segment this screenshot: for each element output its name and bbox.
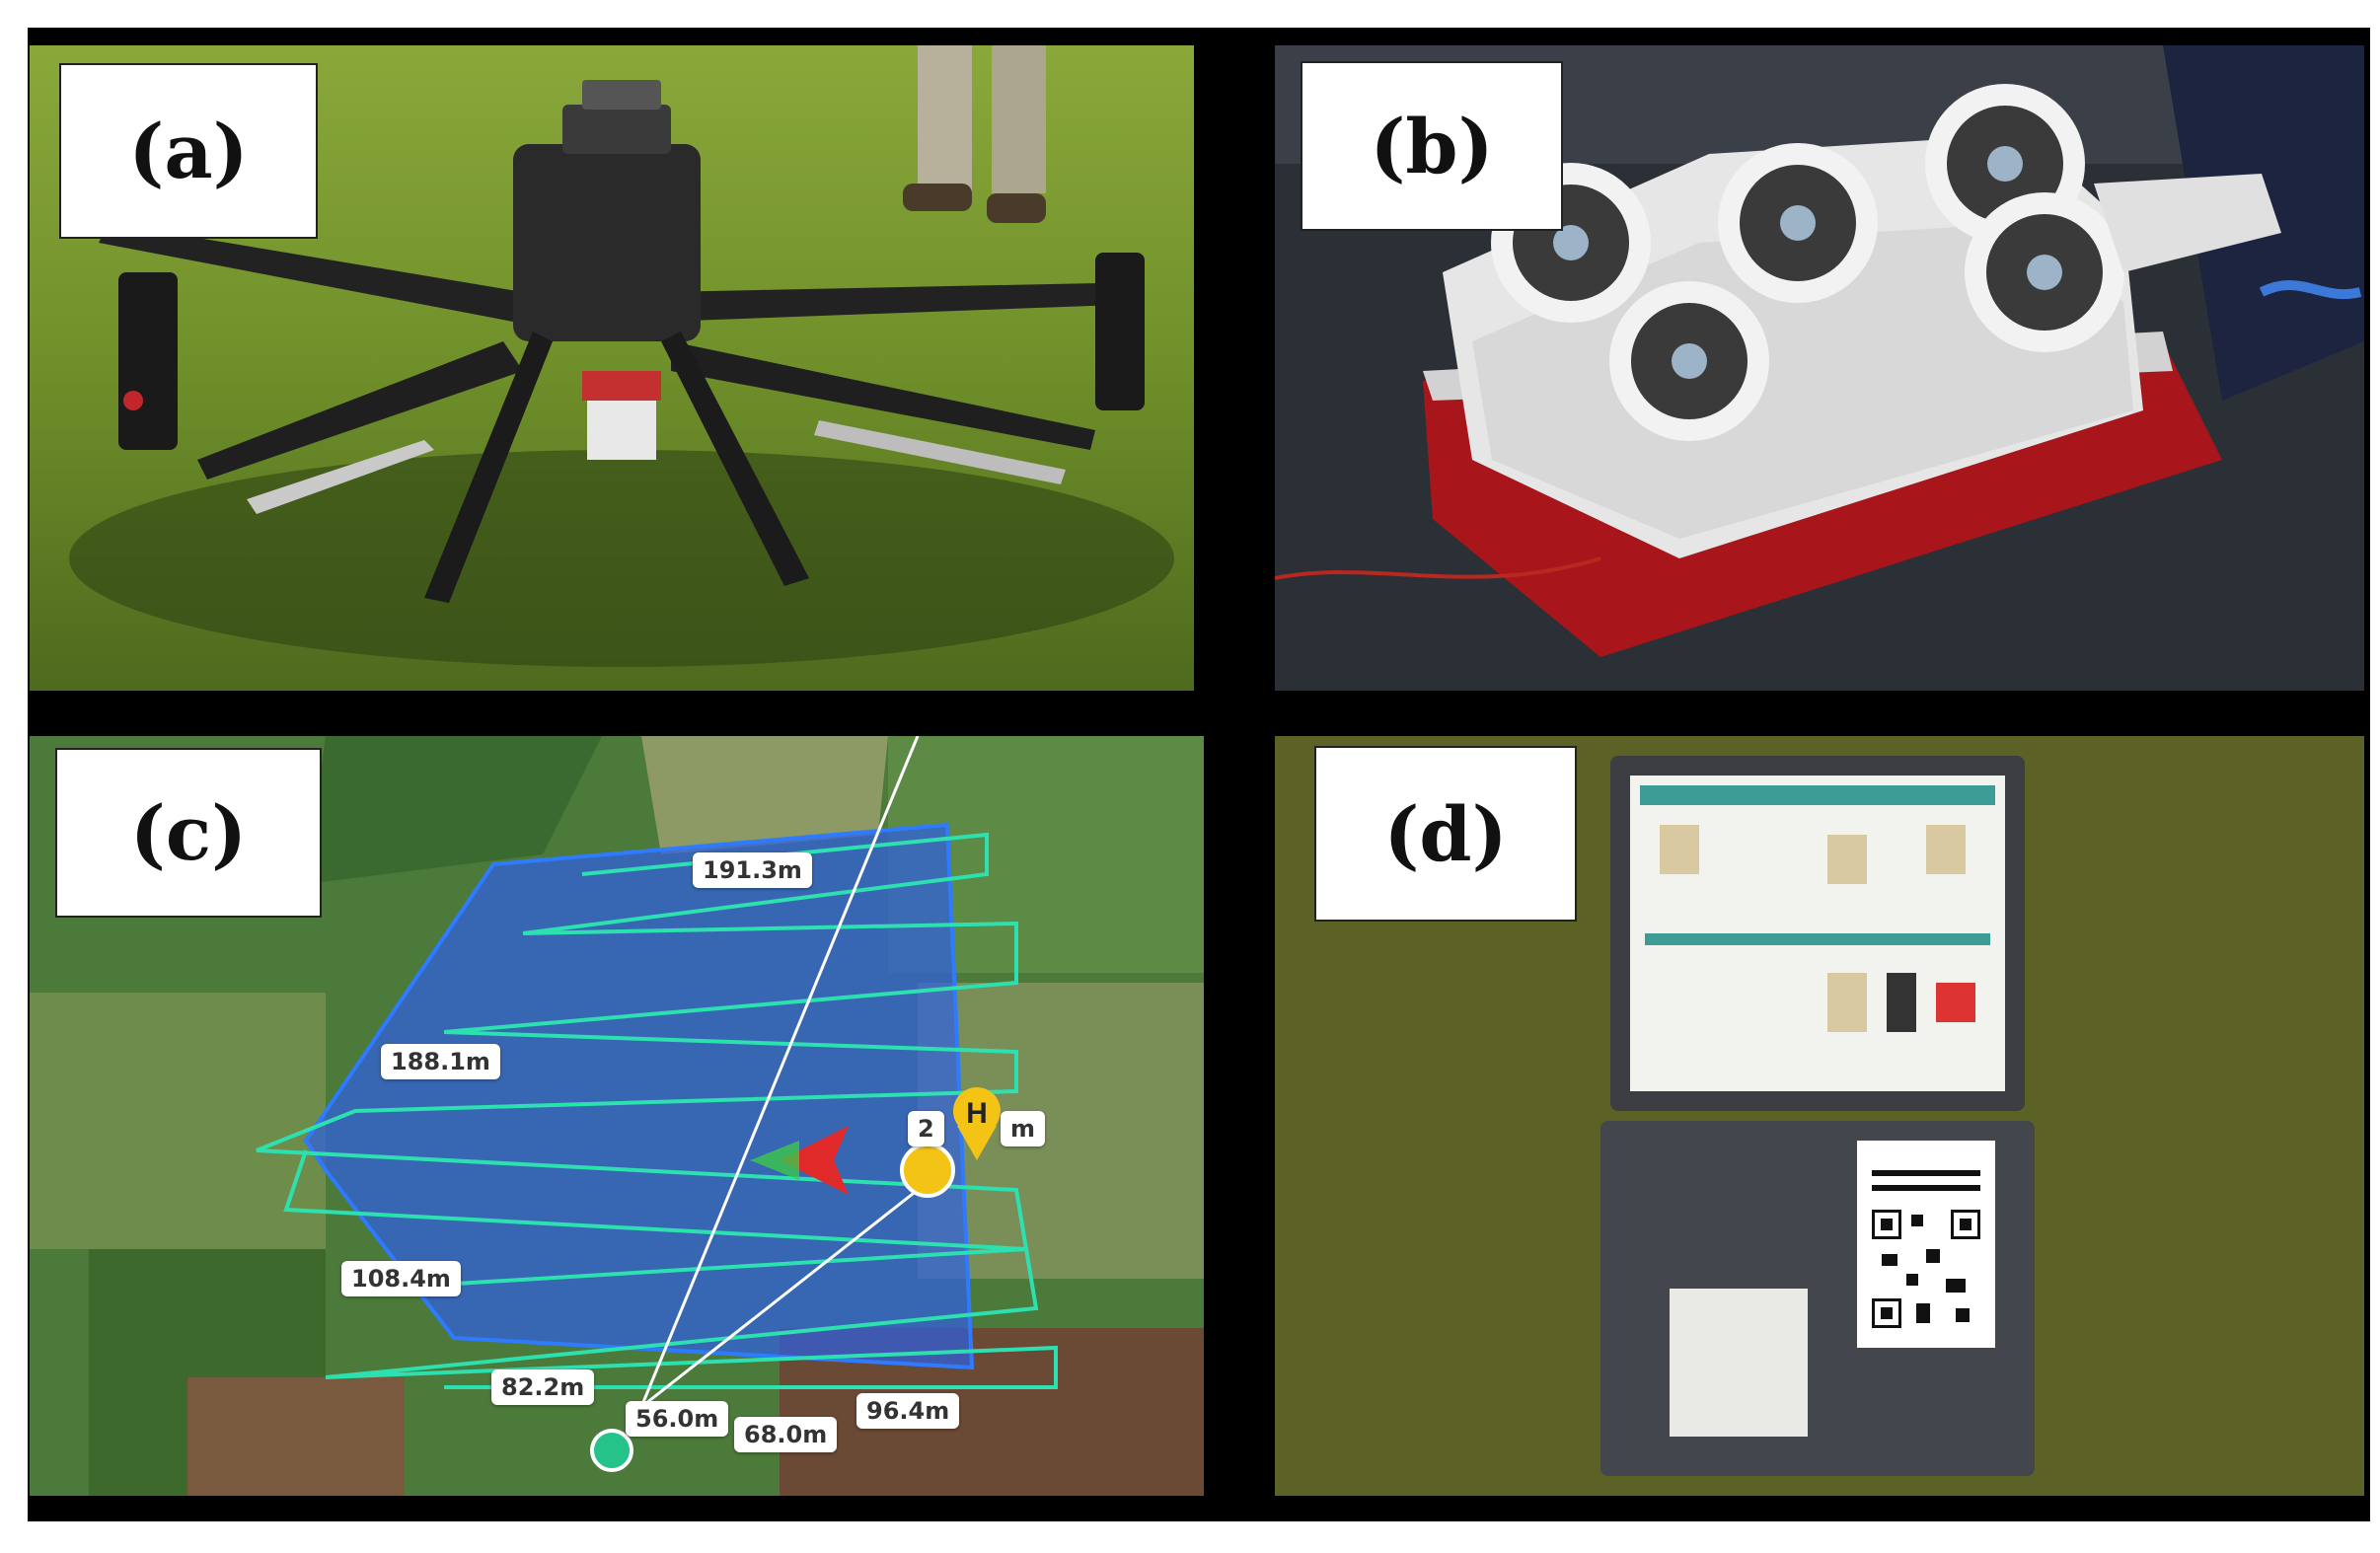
- panel-b-camera-photo: (b): [1275, 45, 2364, 691]
- distance-tag-3b: m: [1001, 1111, 1046, 1146]
- panel-c-flight-plan-map: H (c) 191.3m 188.1m 2 m 108.4m 82.2m 56.…: [30, 736, 1204, 1496]
- panel-b-label: (b): [1301, 61, 1563, 231]
- panel-a-drone-photo: (a): [30, 45, 1194, 691]
- distance-tag-8: 96.4m: [856, 1393, 960, 1429]
- panel-c-label: (c): [55, 748, 322, 918]
- drone-photo: [30, 45, 1194, 691]
- distance-tag-1: 191.3m: [693, 852, 812, 888]
- figure: (a): [28, 28, 2370, 1521]
- home-marker-text: H: [966, 1097, 988, 1130]
- distance-tag-3: 2: [908, 1111, 944, 1146]
- camera-photo: [1275, 45, 2364, 691]
- panel-d-calibration-target-photo: (d): [1275, 736, 2364, 1496]
- distance-tag-4: 108.4m: [341, 1261, 461, 1296]
- distance-tag-5: 82.2m: [491, 1369, 595, 1405]
- distance-tag-6: 56.0m: [626, 1401, 729, 1437]
- panel-a-label: (a): [59, 63, 318, 239]
- distance-tag-2: 188.1m: [381, 1044, 500, 1079]
- distance-tag-7: 68.0m: [734, 1417, 838, 1452]
- panel-d-label: (d): [1314, 746, 1577, 922]
